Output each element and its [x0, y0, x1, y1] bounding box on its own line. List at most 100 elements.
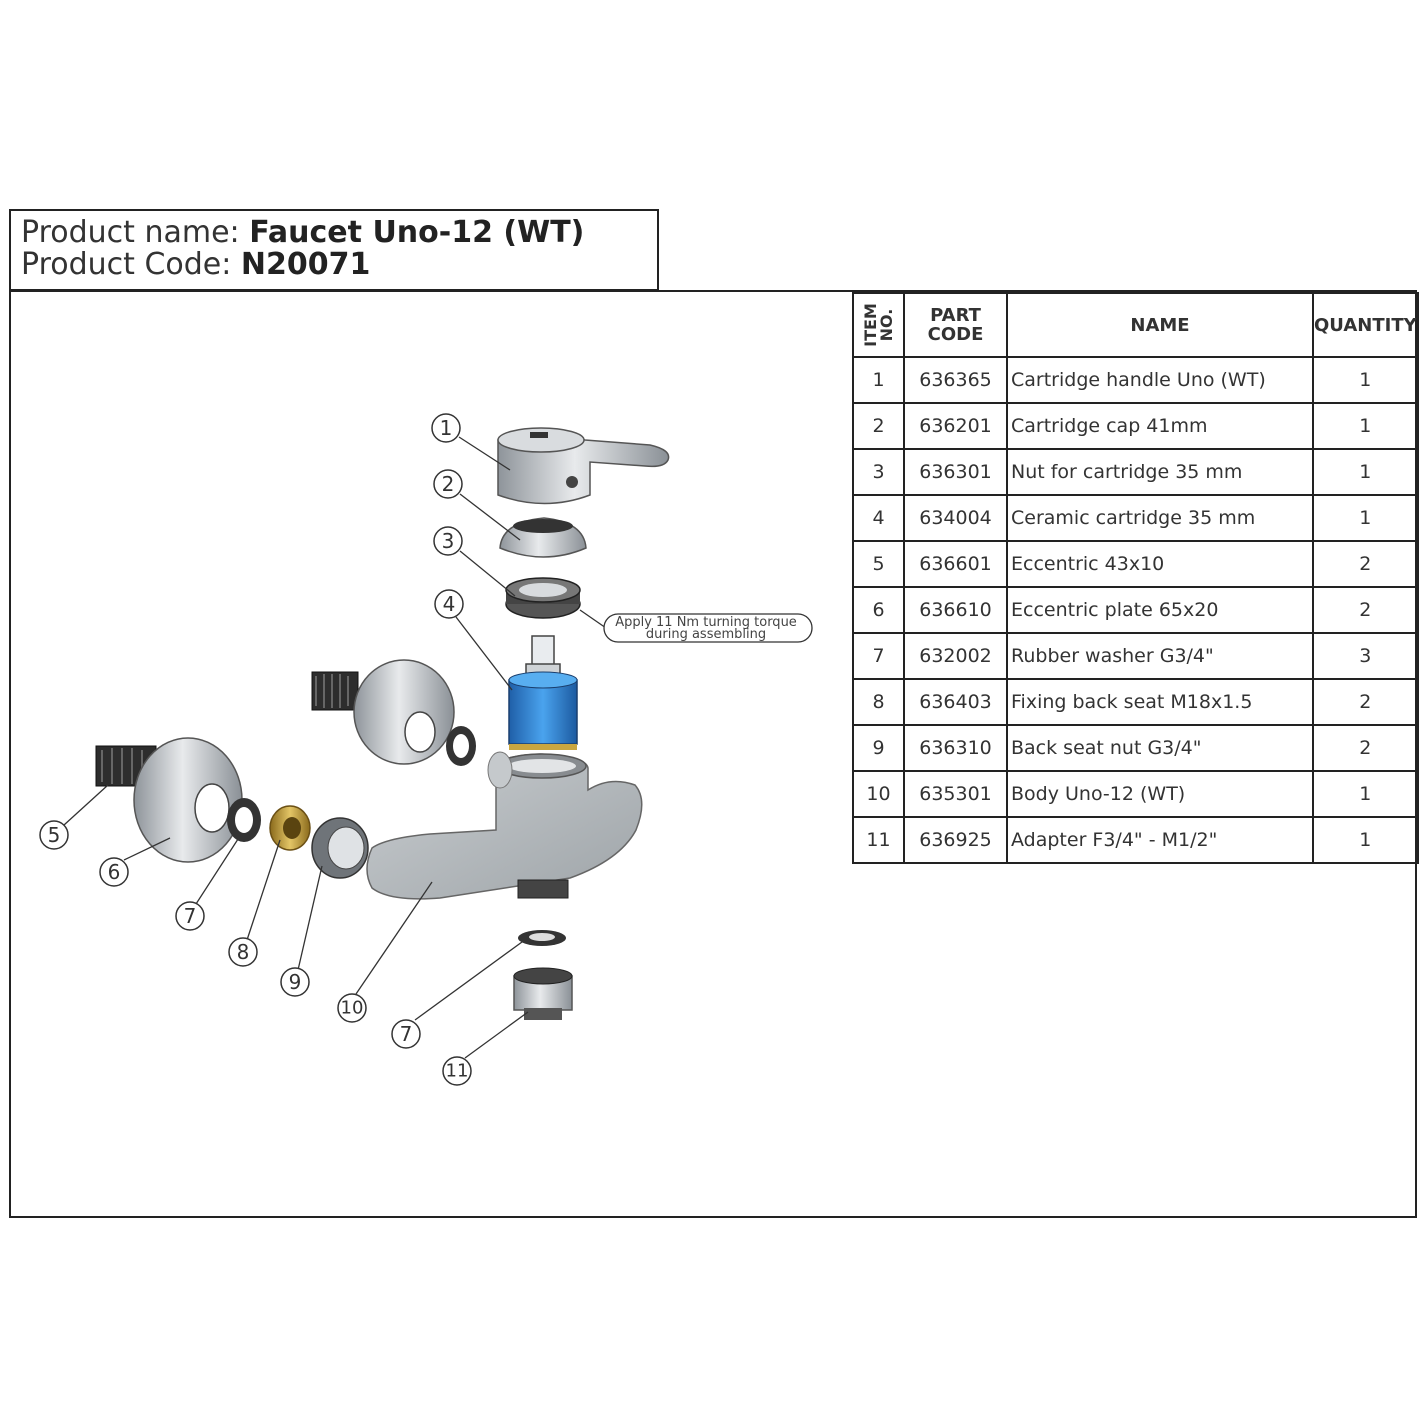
product-name-line: Product name: Faucet Uno-12 (WT): [21, 217, 584, 249]
bom-quantity: 2: [1312, 678, 1419, 726]
bom-item-no: 10: [852, 770, 905, 818]
faucet-body-part: [366, 751, 643, 900]
balloon-9: [280, 967, 310, 997]
bom-quantity: 1: [1312, 494, 1419, 542]
bom-quantity: 2: [1312, 724, 1419, 772]
balloon-10: [337, 993, 367, 1023]
balloon-7-left-label: 7: [184, 904, 197, 928]
bom-part-code: 635301: [903, 770, 1008, 818]
bom-part-code: 636403: [903, 678, 1008, 726]
bom-part-code: 636201: [903, 402, 1008, 450]
bom-part-name: Nut for cartridge 35 mm: [1006, 448, 1314, 496]
ceramic-cartridge-part: [508, 635, 578, 750]
balloon-8: [228, 937, 258, 967]
rubber-washer-bottom-part: [518, 930, 566, 946]
balloon-3-label: 3: [442, 529, 455, 553]
bom-quantity: 1: [1312, 402, 1419, 450]
col-name-header: NAME: [1006, 292, 1314, 358]
balloon-4: [434, 589, 464, 619]
bom-part-name: Rubber washer G3/4": [1006, 632, 1314, 680]
bom-item-no: 4: [852, 494, 905, 542]
bom-part-name: Eccentric plate 65x20: [1006, 586, 1314, 634]
balloon-5: [39, 820, 69, 850]
bom-part-name: Eccentric 43x10: [1006, 540, 1314, 588]
rubber-washer-lower-part: [227, 798, 261, 842]
bom-item-no: 6: [852, 586, 905, 634]
balloon-4-label: 4: [443, 592, 456, 616]
bom-part-name: Fixing back seat M18x1.5: [1006, 678, 1314, 726]
bom-quantity: 2: [1312, 586, 1419, 634]
bom-part-code: 636925: [903, 816, 1008, 864]
eccentric-plate-upper-part: [353, 659, 455, 765]
bom-quantity: 2: [1312, 540, 1419, 588]
product-code-value: N20071: [240, 247, 371, 282]
eccentric-plate-lower-part: [133, 737, 243, 863]
bom-part-code: 634004: [903, 494, 1008, 542]
bom-quantity: 3: [1312, 632, 1419, 680]
bom-quantity: 1: [1312, 770, 1419, 818]
bom-item-no: 8: [852, 678, 905, 726]
bom-quantity: 1: [1312, 356, 1419, 404]
bom-part-name: Adapter F3/4" - M1/2": [1006, 816, 1314, 864]
product-name-value: Faucet Uno-12 (WT): [249, 215, 585, 250]
bom-part-code: 636601: [903, 540, 1008, 588]
product-header: Product name: Faucet Uno-12 (WT) Product…: [9, 209, 659, 291]
balloon-9-label: 9: [289, 970, 302, 994]
balloon-1-label: 1: [440, 416, 453, 440]
adapter-part: [513, 967, 573, 1020]
bom-part-name: Cartridge handle Uno (WT): [1006, 356, 1314, 404]
rubber-washer-upper-part: [446, 726, 476, 766]
product-code-label: Product Code:: [21, 247, 232, 282]
leader-lines: [63, 436, 607, 1059]
balloon-11: [442, 1056, 472, 1086]
cartridge-handle-part: [497, 427, 670, 505]
bom-part-code: 632002: [903, 632, 1008, 680]
balloon-10-label: 10: [341, 998, 364, 1019]
torque-note-line1: Apply 11 Nm turning torque: [615, 615, 797, 630]
balloon-7-left: [175, 901, 205, 931]
torque-note-line2: during assembling: [646, 627, 766, 642]
bom-item-no: 5: [852, 540, 905, 588]
fixing-back-seat-part: [269, 805, 311, 851]
bom-quantity: 1: [1312, 448, 1419, 496]
bom-item-no: 11: [852, 816, 905, 864]
torque-note: Apply 11 Nm turning torque during assemb…: [603, 613, 813, 643]
bom-part-code: 636610: [903, 586, 1008, 634]
back-seat-nut-part: [311, 817, 369, 879]
balloon-6: [99, 857, 129, 887]
bom-item-no: 9: [852, 724, 905, 772]
balloon-7-bottom-label: 7: [400, 1022, 413, 1046]
bom-part-code: 636301: [903, 448, 1008, 496]
balloon-2-label: 2: [442, 472, 455, 496]
balloon-3: [433, 526, 463, 556]
bom-part-name: Back seat nut G3/4": [1006, 724, 1314, 772]
balloon-5-label: 5: [48, 823, 61, 847]
balloon-6-label: 6: [108, 860, 121, 884]
col-quantity-header: QUANTITY: [1312, 292, 1419, 358]
bom-quantity: 1: [1312, 816, 1419, 864]
bom-part-code: 636365: [903, 356, 1008, 404]
bom-item-no: 1: [852, 356, 905, 404]
bom-part-name: Cartridge cap 41mm: [1006, 402, 1314, 450]
cartridge-nut-part: [505, 577, 581, 619]
balloon-1: [431, 413, 461, 443]
balloon-8-label: 8: [237, 940, 250, 964]
product-name-label: Product name:: [21, 215, 240, 250]
product-code-line: Product Code: N20071: [21, 249, 370, 281]
